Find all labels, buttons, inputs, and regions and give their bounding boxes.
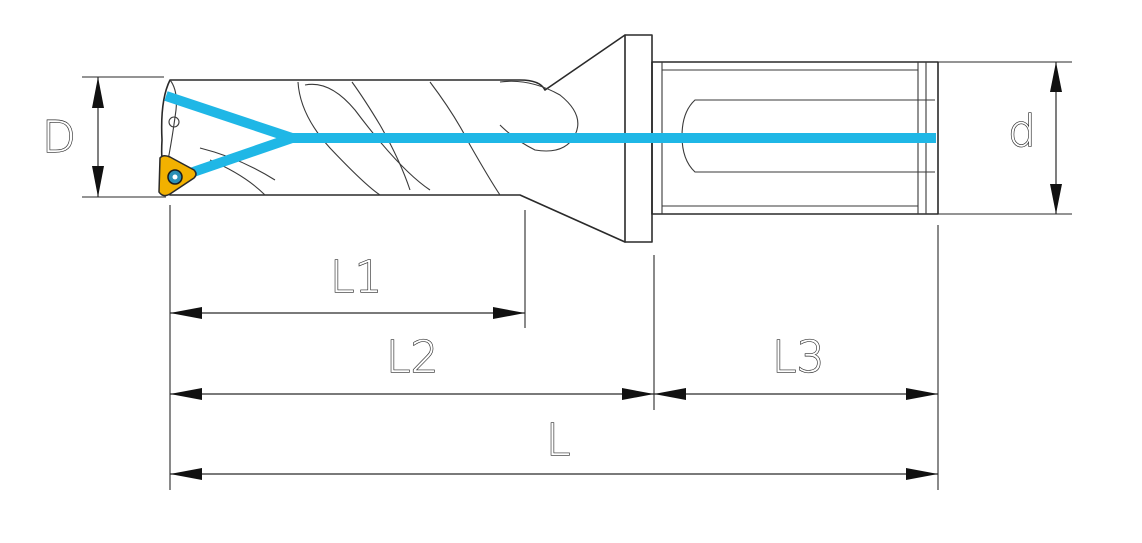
flute-curve-4	[429, 81, 501, 196]
dimension-d: d	[938, 61, 1072, 215]
dimension-D: D	[41, 76, 166, 198]
D-arrow-bottom	[92, 166, 104, 197]
dimension-L: L	[170, 414, 938, 480]
L3-label: L3	[772, 332, 825, 383]
dimension-L3: L3	[654, 331, 938, 400]
L2-label: L2	[386, 332, 439, 383]
cutting-insert	[158, 154, 197, 197]
length-extension-lines	[169, 205, 939, 490]
D-label: D	[42, 112, 76, 163]
flute-curve-2	[304, 83, 431, 191]
d-label: d	[1008, 106, 1036, 157]
L2-arrow-right	[622, 388, 654, 400]
coolant-channel	[164, 91, 936, 185]
L-arrow-left	[170, 468, 202, 480]
d-arrow-top	[1050, 62, 1062, 92]
D-arrow-top	[92, 77, 104, 108]
L-label: L	[546, 415, 571, 466]
dimension-L1: L1	[170, 251, 525, 319]
d-arrow-bottom	[1050, 184, 1062, 214]
insert-screw-center	[172, 174, 178, 180]
L-arrow-right	[906, 468, 938, 480]
coolant-hole	[168, 116, 180, 128]
L1-arrow-right	[493, 307, 525, 319]
L1-label: L1	[330, 252, 383, 303]
flute-curve-3	[351, 81, 411, 191]
L3-arrow-left	[654, 388, 686, 400]
coolant-line	[164, 91, 936, 143]
L1-arrow-left	[170, 307, 202, 319]
flute-curve-1	[297, 81, 381, 196]
L2-arrow-left	[170, 388, 202, 400]
L3-arrow-right	[906, 388, 938, 400]
dimension-L2: L2	[170, 331, 654, 400]
